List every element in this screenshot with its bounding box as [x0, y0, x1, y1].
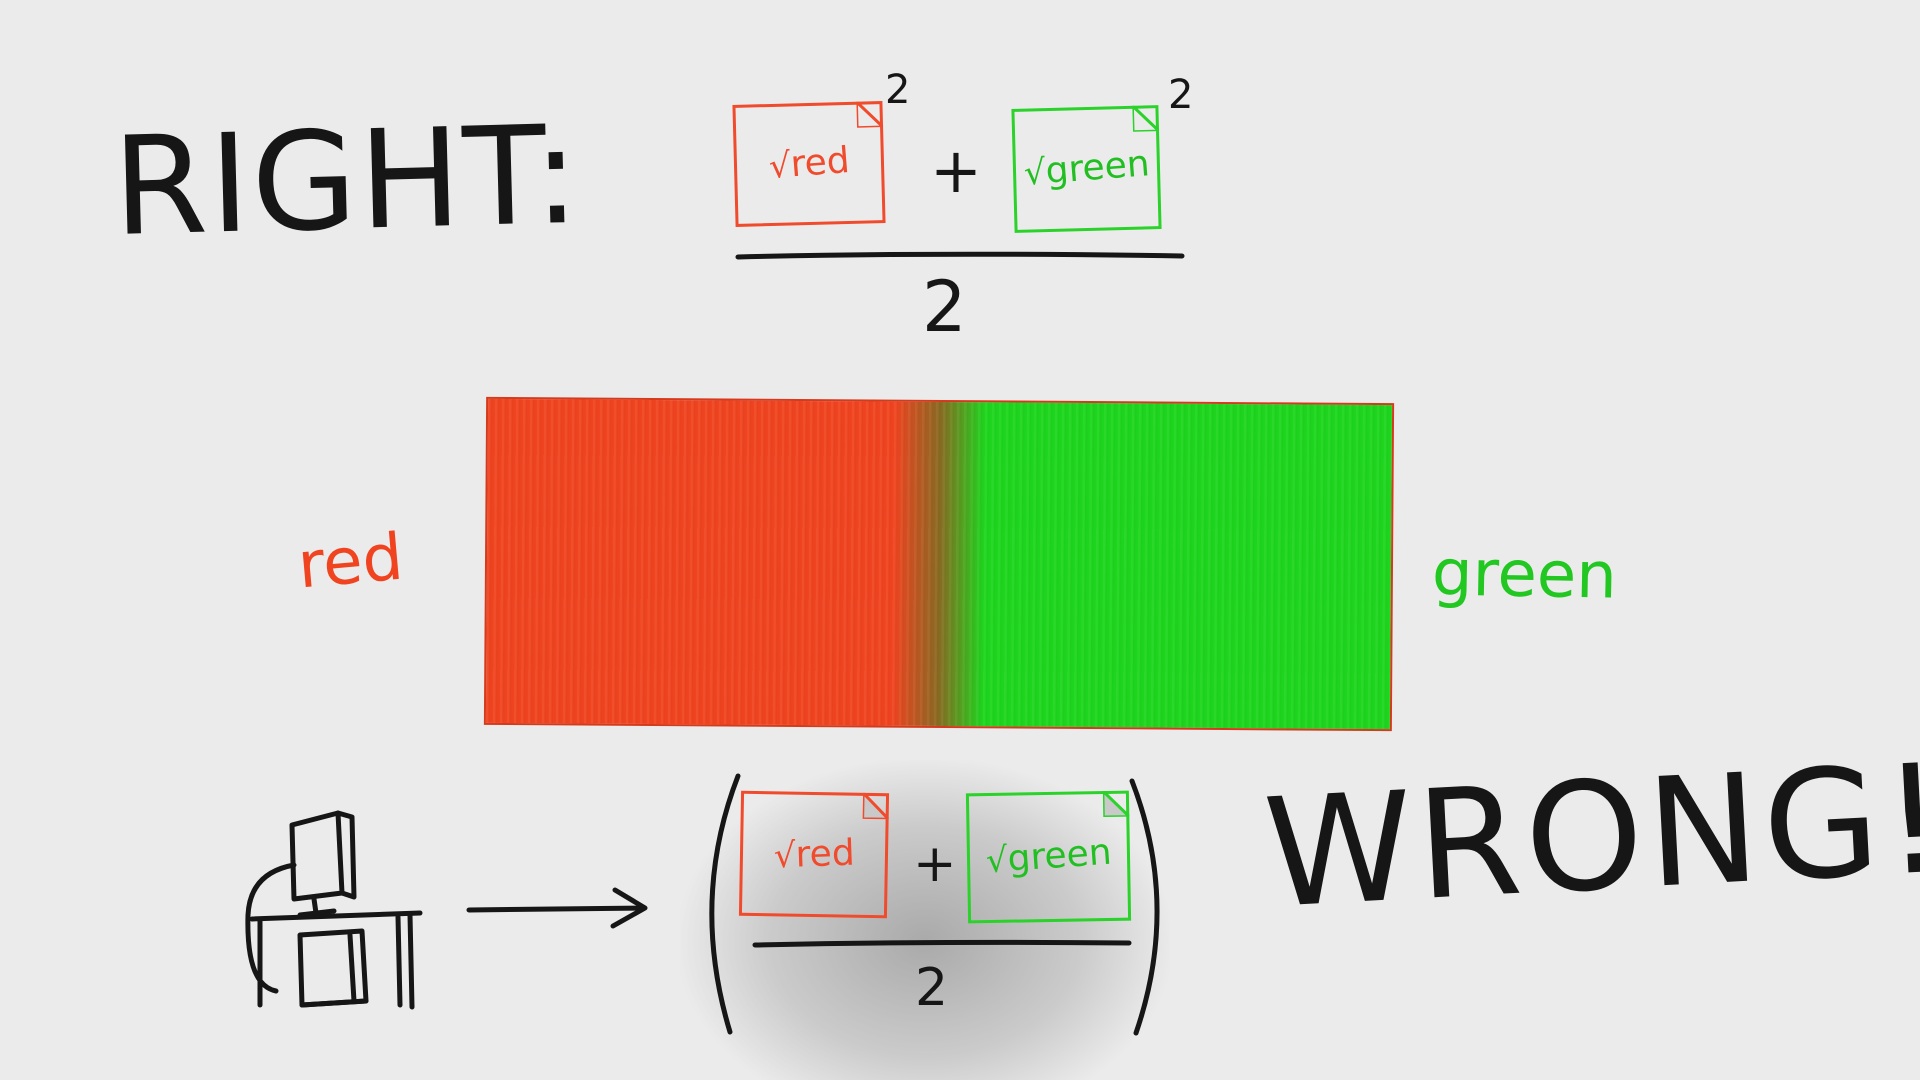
formula-shadow [680, 760, 1170, 1080]
exponent-green: 2 [1168, 72, 1194, 118]
page-fold-icon [1132, 105, 1160, 132]
computer-icon [245, 810, 423, 1010]
right-parenthesis [1129, 778, 1160, 1036]
page-fold-icon [1102, 790, 1130, 818]
page-fold-icon [862, 792, 890, 820]
fraction-bar-bottom [752, 939, 1132, 948]
left-parenthesis [709, 773, 741, 1035]
root-symbol: √ [984, 839, 1009, 882]
denominator-bottom: 2 [915, 958, 949, 1018]
page-fold-icon [856, 101, 884, 128]
red-root-card-bottom: √red [738, 790, 890, 919]
green-label: green [1431, 536, 1618, 614]
red-term: red [788, 139, 851, 186]
red-root-card-top: √red [732, 101, 886, 227]
plus-operator-top: + [930, 134, 982, 207]
fraction-bar-top [735, 251, 1185, 260]
right-heading: RIGHT: [110, 96, 584, 267]
green-root-card-top: √green [1011, 105, 1162, 233]
green-term: green [1005, 831, 1113, 880]
green-term: green [1043, 143, 1151, 193]
red-label: red [294, 520, 406, 604]
denominator-top: 2 [922, 266, 967, 348]
root-symbol: √ [767, 145, 792, 188]
root-symbol: √ [1022, 152, 1048, 194]
color-blend-bar [483, 396, 1395, 732]
root-symbol: √ [772, 835, 797, 876]
plus-operator-bottom: + [913, 834, 957, 894]
arrow-right-icon [466, 887, 648, 929]
exponent-red: 2 [885, 67, 911, 113]
red-term: red [794, 832, 856, 876]
wrong-heading: WRONG! [1260, 732, 1920, 942]
green-root-card-bottom: √green [965, 790, 1132, 924]
